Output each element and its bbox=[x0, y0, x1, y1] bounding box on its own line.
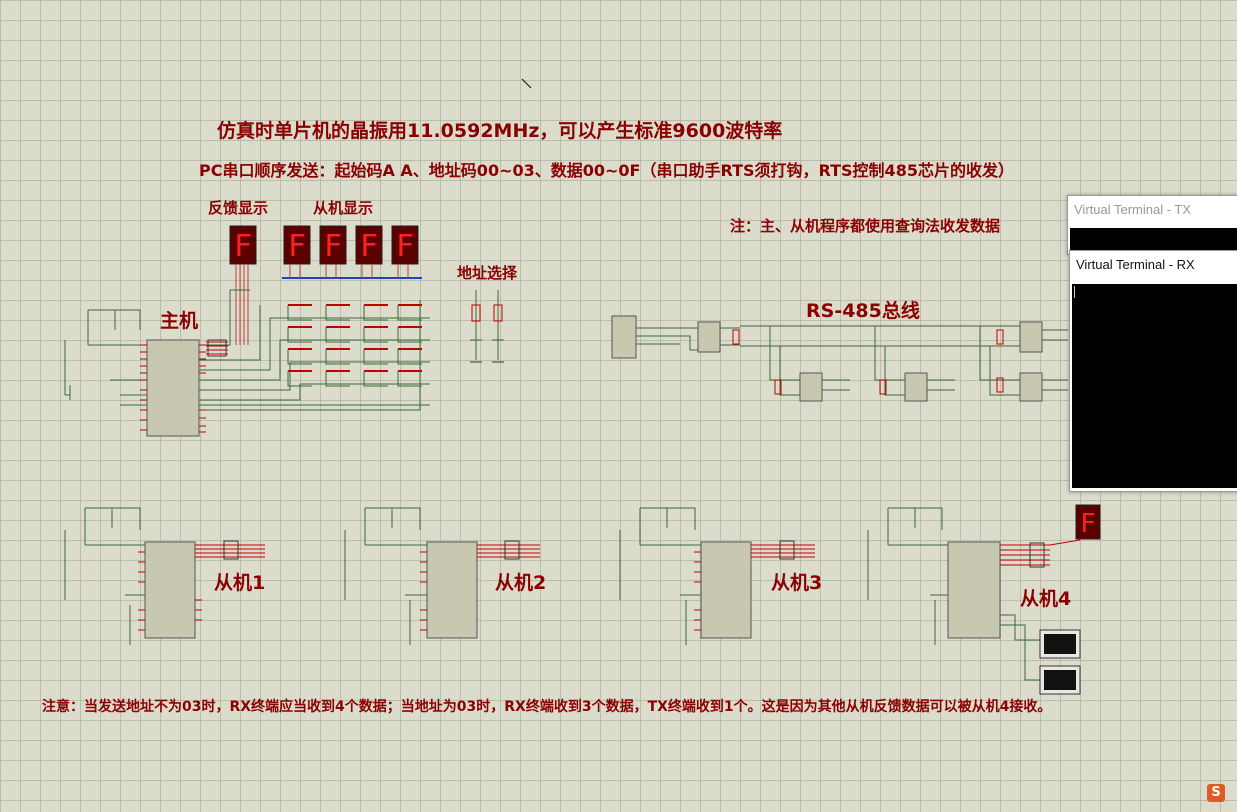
label-address-select: 地址选择 bbox=[457, 264, 518, 282]
slave4-digit: F bbox=[1080, 509, 1096, 539]
label-feedback-display: 反馈显示 bbox=[208, 199, 269, 217]
slave3-circuit bbox=[619, 507, 815, 645]
tx-window-title[interactable]: Virtual Terminal - TX bbox=[1068, 196, 1237, 224]
rx-terminal-screen[interactable] bbox=[1072, 284, 1237, 488]
master-circuit bbox=[64, 289, 430, 437]
label-rs485-bus: RS-485总线 bbox=[806, 300, 920, 322]
slave-digit: F bbox=[324, 229, 342, 264]
subtitle: PC串口顺序发送：起始码A A、地址码00~03、数据00~0F（串口助手RTS… bbox=[199, 161, 1014, 180]
master-resistor-pack bbox=[207, 339, 227, 357]
virtual-terminal-rx-window[interactable]: Virtual Terminal - RX bbox=[1069, 250, 1237, 492]
master-pins bbox=[140, 341, 228, 433]
feedback-seven-segment: F bbox=[229, 225, 257, 345]
slave4-circuit: F bbox=[867, 504, 1101, 681]
slave-digit: F bbox=[288, 229, 306, 264]
label-slave1: 从机1 bbox=[214, 572, 266, 594]
label-polling-note: 注：主、从机程序都使用查询法收发数据 bbox=[730, 217, 1001, 235]
feedback-digit: F bbox=[234, 229, 252, 264]
mini-terminal-rx bbox=[1039, 665, 1081, 695]
slave2-circuit bbox=[344, 507, 540, 645]
sogou-s-icon[interactable]: S bbox=[1207, 784, 1225, 802]
rs485-bus bbox=[611, 315, 1068, 402]
page-title: 仿真时单片机的晶振用11.0592MHz，可以产生标准9600波特率 bbox=[217, 120, 783, 142]
mini-terminal-tx bbox=[1039, 629, 1081, 659]
bottom-note: 注意：当发送地址不为03时，RX终端应当收到4个数据；当地址为03时，RX终端收… bbox=[42, 699, 1052, 715]
label-slave-display: 从机显示 bbox=[313, 199, 374, 217]
label-slave4: 从机4 bbox=[1020, 588, 1072, 610]
slave-digit: F bbox=[396, 229, 414, 264]
keypad-matrix bbox=[287, 304, 422, 387]
address-select-switch bbox=[470, 290, 504, 363]
virtual-terminal-tx-window[interactable]: Virtual Terminal - TX bbox=[1067, 195, 1237, 255]
label-slave3: 从机3 bbox=[771, 572, 823, 594]
cursor-mark bbox=[521, 78, 532, 89]
label-slave2: 从机2 bbox=[495, 572, 547, 594]
rx-cursor bbox=[1074, 286, 1075, 298]
slave-seven-segment-group: F F F F bbox=[282, 225, 422, 279]
label-master: 主机 bbox=[160, 310, 199, 332]
rx-window-title[interactable]: Virtual Terminal - RX bbox=[1070, 251, 1237, 279]
slave1-circuit bbox=[64, 507, 265, 645]
slave-digit: F bbox=[360, 229, 378, 264]
tx-terminal-screen[interactable] bbox=[1070, 228, 1237, 252]
